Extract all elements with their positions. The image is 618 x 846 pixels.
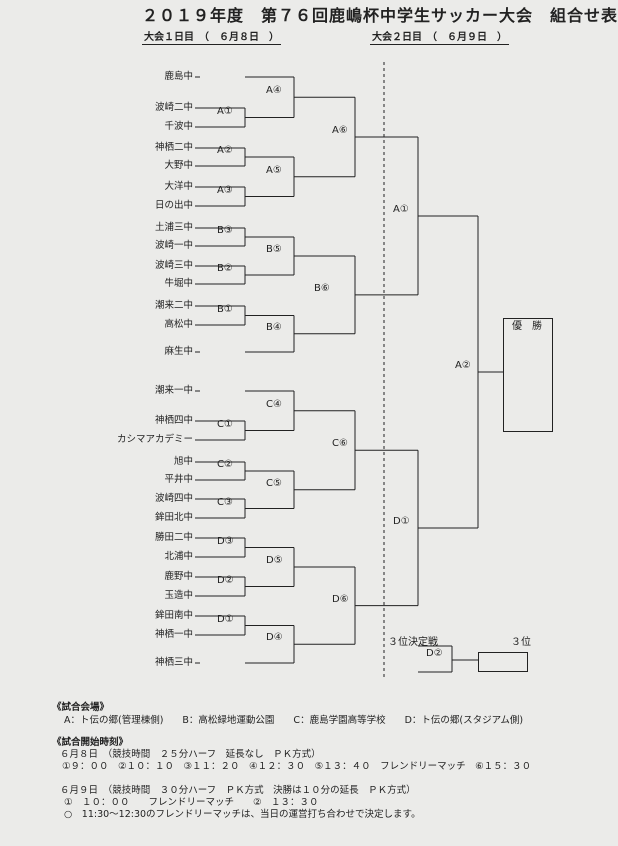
third-place-match-label: ３位決定戦 — [388, 637, 438, 648]
match-label-sa2: A② — [455, 359, 471, 371]
team-name: カシマアカデミー — [116, 434, 193, 445]
venue-line: A：ト伝の郷(管理棟側) B：高松緑地運動公園 C：鹿島学園高等学校 D：ト伝の… — [64, 715, 524, 726]
match-label-b4: B④ — [266, 321, 282, 333]
team-name: 潮来二中 — [154, 300, 193, 311]
team-name: 鹿野中 — [164, 571, 193, 582]
match-label-d5: D⑤ — [266, 555, 283, 566]
match-label-b1: B① — [217, 303, 233, 315]
team-name: 北浦中 — [164, 551, 193, 562]
match-label-c6: C⑥ — [332, 438, 348, 450]
match-label-d4: D④ — [266, 632, 283, 644]
team-name: 牛堀中 — [164, 278, 193, 289]
team-name: 土浦三中 — [154, 222, 193, 233]
team-name: 神栖一中 — [154, 629, 193, 640]
team-name: 玉造中 — [164, 590, 193, 601]
match-label-sd2: D② — [426, 648, 443, 659]
day2-label: 大会２日目 （ ６月９日 ） — [370, 32, 509, 45]
match-label-b6: B⑥ — [314, 282, 330, 294]
team-name: 高松中 — [164, 319, 193, 330]
venue-heading: 《試合会場》 — [52, 702, 110, 713]
bracket-lines — [195, 62, 503, 680]
time-heading: 《試合開始時刻》 — [52, 737, 129, 748]
day2-rules: ６月９日 （競技時間 ３０分ハーフ ＰＫ方式 決勝は１０分の延長 ＰＫ方式） — [60, 785, 416, 796]
team-name: 波崎四中 — [154, 493, 193, 504]
match-label-c1: C① — [217, 418, 233, 430]
champion-label: 優 勝 — [512, 321, 542, 332]
match-label-b5: B⑤ — [266, 244, 282, 255]
team-name: 日の出中 — [154, 200, 193, 211]
team-name: 千波中 — [164, 121, 193, 132]
day2-times: ① １０：００ フレンドリーマッチ ② １３：３０ — [64, 797, 319, 808]
team-name: 波崎三中 — [154, 260, 193, 271]
match-label-d3: D③ — [217, 535, 234, 547]
team-name: 鉾田北中 — [154, 512, 193, 523]
match-label-a3: A③ — [217, 184, 233, 196]
third-place-box — [478, 652, 528, 672]
team-name: 平井中 — [164, 474, 193, 485]
match-label-b3: B③ — [217, 225, 233, 236]
team-name: 麻生中 — [164, 346, 193, 357]
team-name: 大洋中 — [164, 181, 193, 192]
match-label-c3: C③ — [217, 496, 233, 508]
match-label-b2: B② — [217, 263, 233, 274]
day1-rules: ６月８日 （競技時間 ２５分ハーフ 延長なし ＰＫ方式） — [60, 749, 321, 760]
match-label-a5: A⑤ — [266, 164, 282, 176]
team-name: 鉾田南中 — [154, 610, 193, 621]
day1-label: 大会１日目 （ ６月８日 ） — [142, 32, 281, 45]
match-label-d1: D① — [217, 613, 234, 625]
match-label-c2: C② — [217, 459, 233, 470]
match-label-a4: A④ — [266, 85, 282, 97]
third-place-label: ３位 — [511, 637, 531, 648]
match-label-a2: A② — [217, 145, 233, 156]
match-label-d6: D⑥ — [332, 593, 349, 605]
match-label-d2: D② — [217, 574, 234, 586]
team-name: 旭中 — [173, 456, 193, 467]
team-name: 鹿島中 — [164, 71, 193, 82]
team-name: 勝田二中 — [154, 532, 193, 543]
team-name: 神栖二中 — [154, 142, 193, 153]
match-label-c5: C⑤ — [266, 477, 282, 489]
match-label-sd1: D① — [393, 515, 410, 527]
team-name: 神栖四中 — [154, 415, 193, 426]
match-label-sa1: A① — [393, 203, 409, 215]
match-label-c4: C④ — [266, 398, 282, 410]
champion-box — [503, 318, 553, 432]
team-name: 潮来一中 — [154, 385, 193, 396]
team-name: 大野中 — [164, 160, 193, 171]
day2-friendly-note: ○ 11:30～12:30のフレンドリーマッチは、当日の運営打ち合わせで決定しま… — [64, 809, 421, 820]
team-name: 神栖三中 — [154, 657, 193, 668]
day1-times: ①９：００ ②１０：１０ ③１１：２０ ④１２：３０ ⑤１３：４０ フレンドリー… — [62, 761, 532, 772]
page-title: ２０１９年度 第７６回鹿嶋杯中学生サッカー大会 組合せ表 — [142, 6, 618, 25]
team-name: 波崎一中 — [154, 240, 193, 251]
bracket-sheet: ２０１９年度 第７６回鹿嶋杯中学生サッカー大会 組合せ表 大会１日目 （ ６月８… — [52, 8, 617, 820]
match-label-a1: A① — [217, 105, 233, 117]
team-name: 波崎二中 — [154, 102, 193, 113]
match-label-a6: A⑥ — [332, 125, 348, 136]
